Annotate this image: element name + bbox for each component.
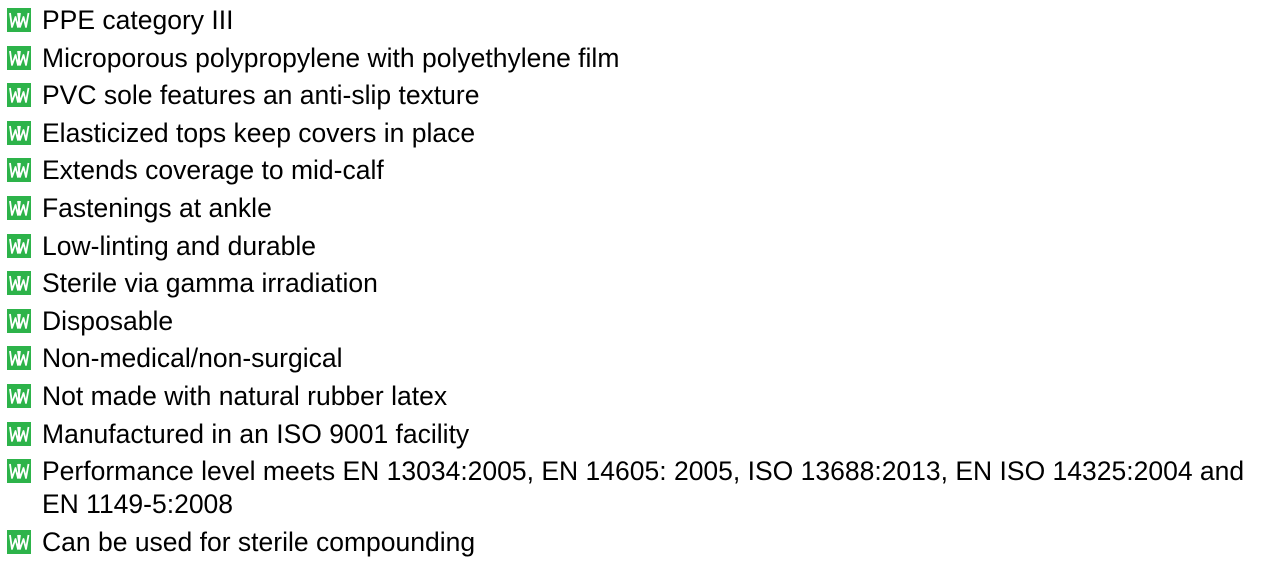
bullet-icon-graphic: [7, 529, 31, 554]
bullet-icon-graphic: [7, 233, 31, 258]
list-item: Extends coverage to mid-calf: [0, 154, 1274, 187]
bullet-icon-graphic: [7, 120, 31, 145]
bullet-icon-graphic: [7, 158, 31, 183]
list-item-text: Sterile via gamma irradiation: [42, 268, 378, 299]
list-item: Microporous polypropylene with polyethyl…: [0, 42, 1274, 75]
list-item: PVC sole features an anti-slip texture: [0, 79, 1274, 112]
list-item-text: Extends coverage to mid-calf: [42, 155, 384, 186]
bullet-icon: [7, 383, 31, 408]
bullet-icon-graphic: [7, 346, 31, 371]
bullet-stroke-right: [17, 50, 30, 66]
list-item: Fastenings at ankle: [0, 192, 1274, 225]
bullet-icon: [7, 421, 31, 446]
bullet-icon: [7, 346, 31, 371]
bullet-icon-graphic: [7, 45, 31, 70]
list-item: PPE category III: [0, 4, 1274, 37]
bullet-stroke-right: [17, 313, 30, 329]
bullet-icon: [7, 158, 31, 183]
bullet-icon: [7, 271, 31, 296]
list-item: Disposable: [0, 305, 1274, 338]
list-item-text: Non-medical/non-surgical: [42, 343, 343, 374]
bullet-stroke-right: [17, 88, 30, 104]
list-item-text: Disposable: [42, 305, 174, 336]
list-item-text: PVC sole features an anti-slip texture: [42, 80, 480, 111]
bullet-icon: [7, 529, 31, 554]
bullet-stroke-right: [17, 534, 30, 550]
list-item-text: Elasticized tops keep covers in place: [42, 117, 476, 148]
list-item: Not made with natural rubber latex: [0, 380, 1274, 413]
bullet-icon-graphic: [7, 421, 31, 446]
bullet-stroke-right: [17, 12, 30, 28]
bullet-stroke-right: [17, 275, 30, 292]
bullet-icon-graphic: [7, 383, 31, 408]
list-item: Can be used for sterile compounding: [0, 526, 1274, 559]
bullet-icon: [7, 308, 31, 333]
bullet-icon: [7, 120, 31, 145]
list-item-text: Can be used for sterile compounding: [42, 526, 476, 557]
bullet-stroke-right: [17, 163, 30, 179]
list-item-text: Performance level meets EN 13034:2005, E…: [42, 456, 1245, 520]
bullet-stroke-right: [17, 388, 30, 404]
bullet-icon-graphic: [7, 83, 31, 108]
bullet-stroke-right: [17, 238, 30, 254]
bullet-icon: [7, 45, 31, 70]
list-item-text: Low-linting and durable: [42, 230, 317, 261]
list-item: Elasticized tops keep covers in place: [0, 117, 1274, 150]
list-item: Performance level meets EN 13034:2005, E…: [0, 455, 1274, 521]
bullet-icon-graphic: [7, 195, 31, 220]
bullet-stroke-right: [17, 200, 30, 216]
list-item-text: Microporous polypropylene with polyethyl…: [42, 42, 620, 73]
list-item-text: Fastenings at ankle: [42, 192, 272, 223]
bullet-icon-graphic: [7, 271, 31, 296]
list-item-text: Manufactured in an ISO 9001 facility: [42, 418, 470, 449]
list-item-text: PPE category III: [42, 5, 234, 35]
list-item: Sterile via gamma irradiation: [0, 267, 1274, 300]
bullet-stroke-right: [17, 463, 30, 480]
bullet-icon: [7, 8, 31, 32]
bullet-icon-graphic: [7, 8, 31, 32]
list-item: Manufactured in an ISO 9001 facility: [0, 418, 1274, 451]
bullet-stroke-right: [17, 426, 30, 442]
bullet-icon-graphic: [7, 308, 31, 333]
list-item: Non-medical/non-surgical: [0, 342, 1274, 375]
bullet-icon-graphic: [7, 459, 31, 484]
bullet-stroke-right: [17, 351, 30, 367]
bullet-icon: [7, 459, 31, 484]
list-item-text: Not made with natural rubber latex: [42, 380, 448, 411]
list-item: Low-linting and durable: [0, 230, 1274, 263]
bullet-icon: [7, 83, 31, 108]
bullet-stroke-right: [17, 125, 30, 141]
bullet-icon: [7, 233, 31, 258]
bullet-icon: [7, 195, 31, 220]
